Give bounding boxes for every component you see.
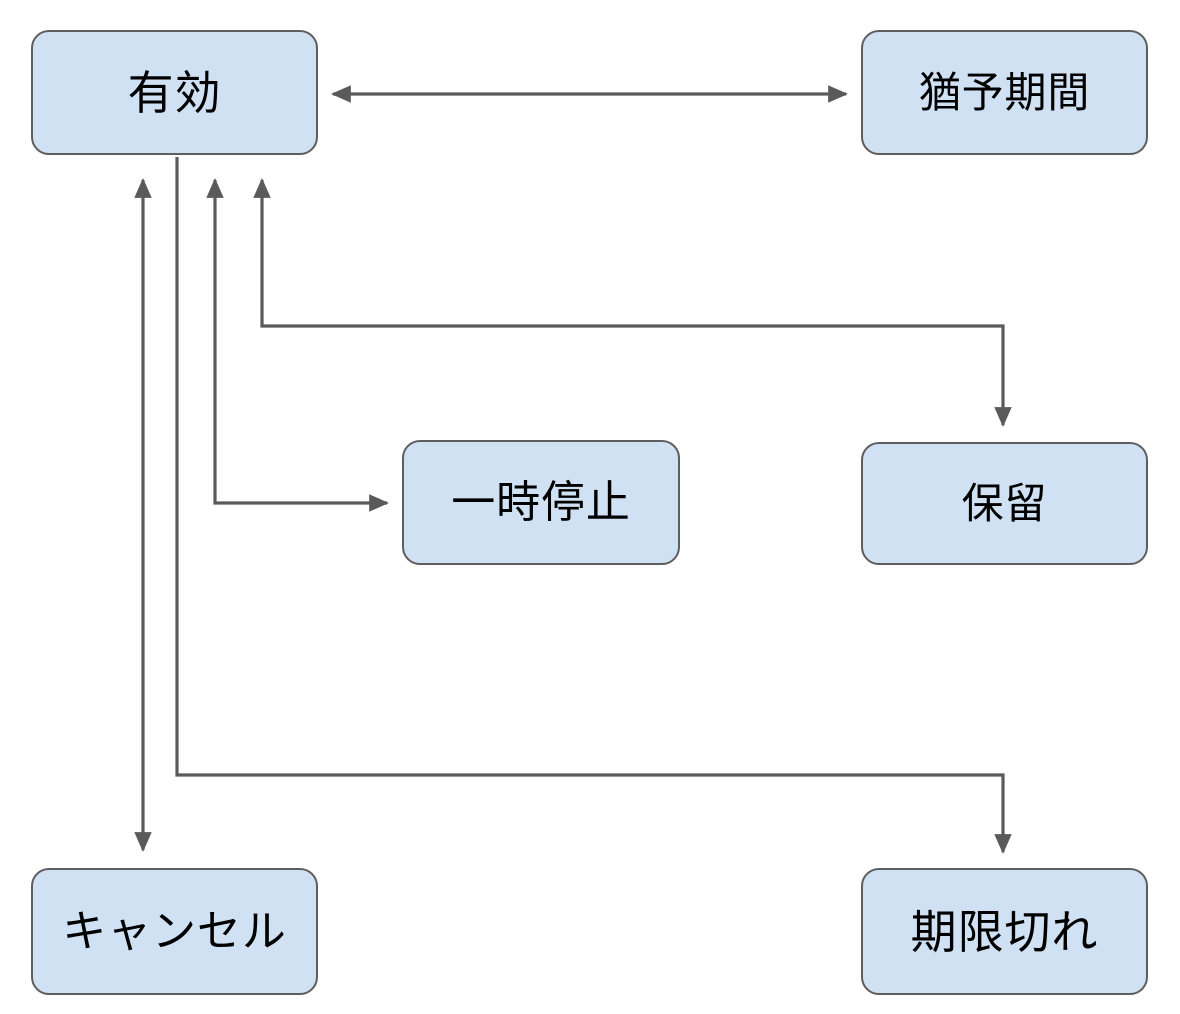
node-active-label: 有効 <box>127 66 222 119</box>
node-on-hold-label: 保留 <box>961 479 1048 527</box>
node-active[interactable]: 有効 <box>31 30 318 155</box>
edge-paused-active <box>206 178 389 512</box>
node-cancelled-label: キャンセル <box>62 906 287 956</box>
edge-active-onhold <box>253 178 1012 427</box>
node-expired-label: 期限切れ <box>910 905 1099 958</box>
node-paused[interactable]: 一時停止 <box>402 440 680 565</box>
node-grace-period-label: 猶予期間 <box>918 68 1091 116</box>
node-expired[interactable]: 期限切れ <box>861 868 1148 995</box>
node-grace-period[interactable]: 猶予期間 <box>861 30 1148 155</box>
node-cancelled[interactable]: キャンセル <box>31 868 318 995</box>
node-on-hold[interactable]: 保留 <box>861 442 1148 565</box>
node-paused-label: 一時停止 <box>451 477 631 527</box>
edge-active-expired <box>175 157 1012 854</box>
